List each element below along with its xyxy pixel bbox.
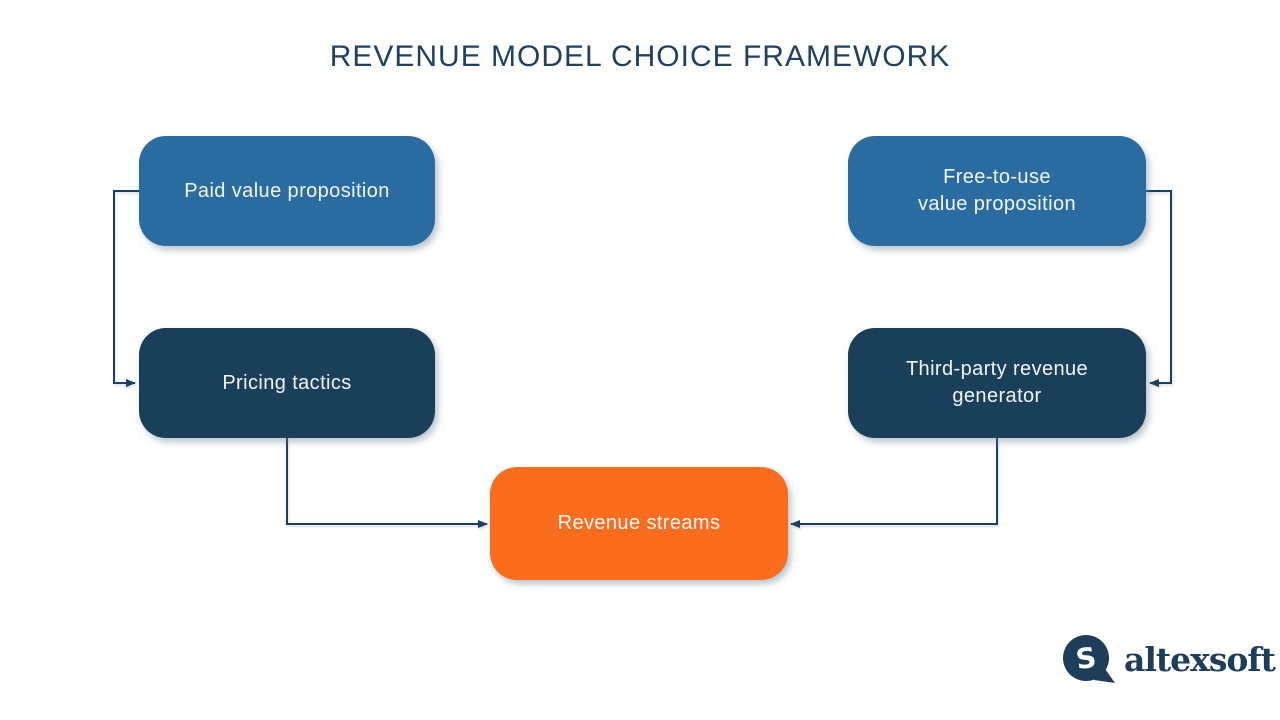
box-third-party-revenue-generator: Third-party revenue generator xyxy=(848,328,1146,438)
box-label: Paid value proposition xyxy=(184,179,390,202)
box-label: Free-to-use value proposition xyxy=(917,166,1076,215)
box-pricing-tactics: Pricing tactics xyxy=(139,328,435,438)
connector-pricing-to-revenue xyxy=(286,438,488,528)
altexsoft-logo-icon: S xyxy=(1063,635,1115,683)
box-label: Revenue streams xyxy=(557,512,721,534)
box-label: Third-party revenue generator xyxy=(905,358,1089,407)
page-title: REVENUE MODEL CHOICE FRAMEWORK xyxy=(329,40,951,73)
connector-thirdparty-to-revenue xyxy=(790,438,998,528)
connector-paid-to-pricing xyxy=(113,190,139,387)
altexsoft-logo: S altexsoft xyxy=(1062,633,1276,685)
svg-text:S: S xyxy=(1074,641,1099,676)
connector-free-to-thirdparty xyxy=(1146,190,1172,387)
box-revenue-streams: Revenue streams xyxy=(490,467,788,580)
altexsoft-logo-text: altexsoft xyxy=(1124,639,1276,679)
box-free-to-use-value-proposition: Free-to-use value proposition xyxy=(848,136,1146,246)
box-label: Pricing tactics xyxy=(222,371,352,394)
box-paid-value-proposition: Paid value proposition xyxy=(139,136,435,246)
